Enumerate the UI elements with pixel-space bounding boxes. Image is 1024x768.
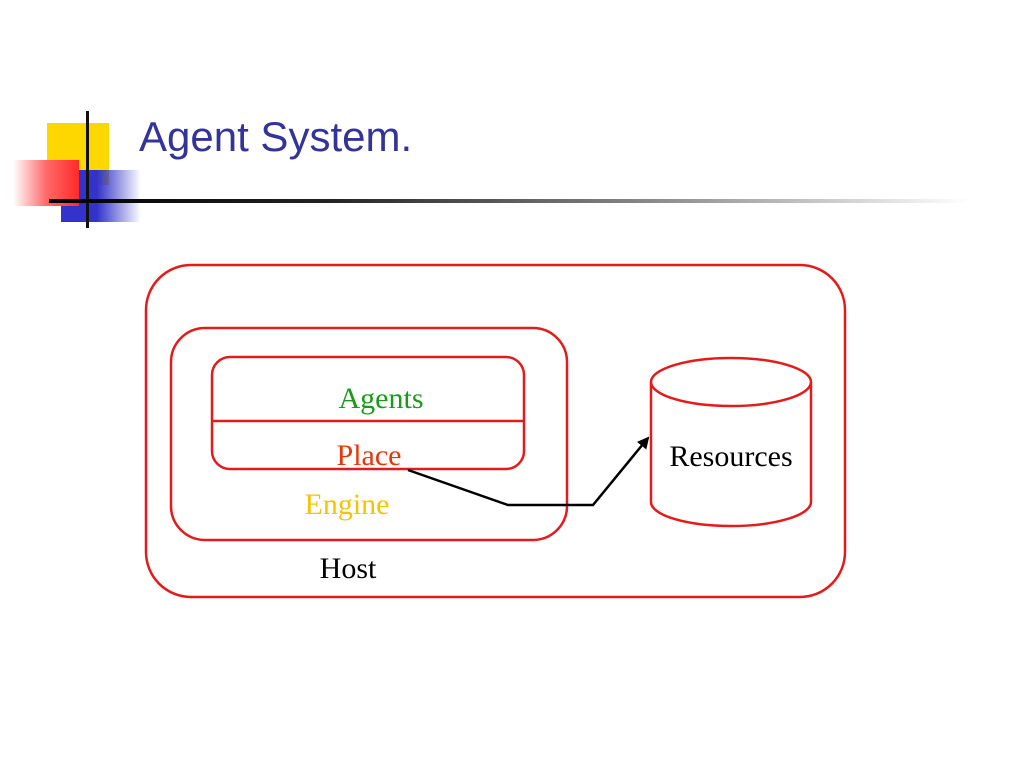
resources-cylinder [649,356,813,528]
host-label: Host [320,552,377,585]
place-to-resources-arrow [407,436,650,507]
agents-label: Agents [339,382,424,415]
resources-label: Resources [669,440,792,473]
decor-vertical-line [86,111,89,228]
title-underline [49,199,969,203]
agents-place-box [210,355,526,471]
engine-box [169,326,569,542]
engine-label: Engine [305,488,390,521]
host-box [144,263,847,599]
slide-title: Agent System. [139,113,413,160]
decor-red-square [13,160,79,206]
place-label: Place [337,439,402,472]
